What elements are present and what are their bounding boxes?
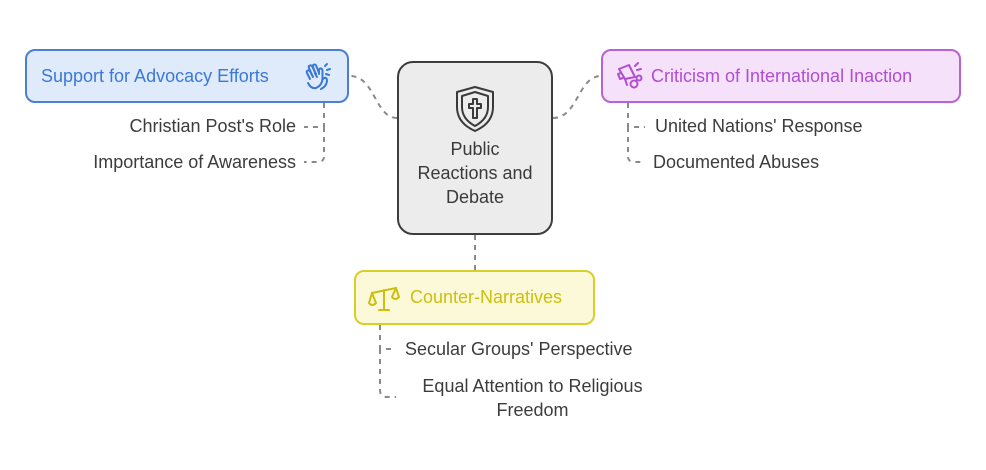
connector-center-right <box>552 75 602 119</box>
connector-left-item-2 <box>304 127 325 163</box>
connector-bottom-item-1 <box>379 325 396 350</box>
connector-right-item-1 <box>627 103 645 128</box>
branch-criticism-title: Criticism of International Inaction <box>651 65 913 86</box>
branch-criticism-box: Criticism of International Inaction <box>601 49 961 103</box>
central-topic-title: Public Reactions and Debate <box>417 139 533 207</box>
branch-counter-box: Counter-Narratives <box>354 270 595 325</box>
counter-item-2: Equal Attention to Religious Freedom <box>422 376 643 420</box>
branch-support-title: Support for Advocacy Efforts <box>41 65 269 86</box>
connector-bottom-item-2 <box>379 349 396 398</box>
balance-scale-icon <box>368 283 400 313</box>
connector-left-item-1 <box>304 103 325 128</box>
support-item-2: Importance of Awareness <box>93 152 296 172</box>
connector-center-left <box>349 75 398 119</box>
branch-counter-title: Counter-Narratives <box>410 287 563 307</box>
shield-cross-icon <box>456 86 494 132</box>
branch-support-box: Support for Advocacy Efforts <box>25 49 349 103</box>
clapping-hands-icon <box>303 61 335 93</box>
megaphone-icon <box>615 61 643 91</box>
counter-item-1: Secular Groups' Perspective <box>405 339 633 359</box>
support-item-1: Christian Post's Role <box>129 116 297 136</box>
criticism-item-1: United Nations' Response <box>655 116 863 136</box>
central-topic-node: Public Reactions and Debate <box>397 61 553 235</box>
connector-right-item-2 <box>627 127 645 163</box>
criticism-item-2: Documented Abuses <box>653 152 820 172</box>
